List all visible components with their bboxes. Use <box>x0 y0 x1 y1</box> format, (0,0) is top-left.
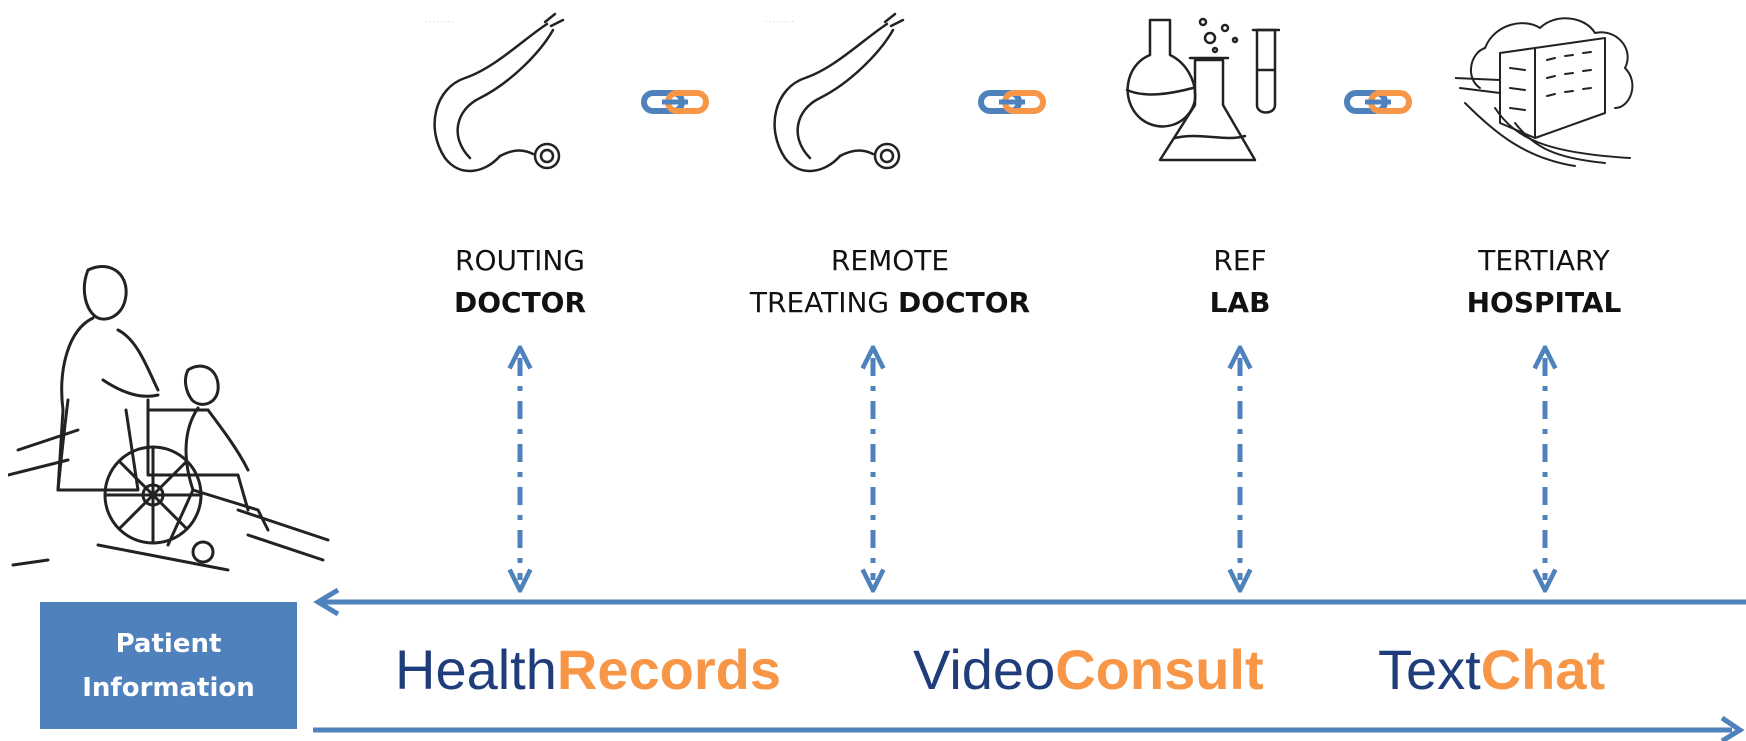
node-label-line2: TREATING DOCTOR <box>730 282 1050 324</box>
chain-link-icon <box>978 90 1046 114</box>
service-health-records: HealthRecords <box>395 638 781 702</box>
patient-label-line1: Patient <box>115 628 222 659</box>
chain-link-icon <box>641 90 709 114</box>
stethoscope-icon: · · · · · · · · <box>425 12 565 173</box>
node-label-remote-treating-doctor: REMOTE TREATING DOCTOR <box>730 240 1050 324</box>
node-label-tertiary-hospital: TERTIARY HOSPITAL <box>1444 240 1644 324</box>
patient-wheelchair-icon <box>8 264 330 572</box>
service-name-plain: Text <box>1378 638 1481 701</box>
service-video-consult: VideoConsult <box>913 638 1264 702</box>
node-label-ref-lab: REF LAB <box>1140 240 1340 324</box>
chain-link-icon <box>1344 90 1412 114</box>
node-label-line2: LAB <box>1140 282 1340 324</box>
node-label-bold: LAB <box>1209 286 1271 319</box>
node-label-bold: DOCTOR <box>898 286 1031 319</box>
node-label-plain: TREATING <box>749 286 899 319</box>
node-label-line1: ROUTING <box>455 244 585 277</box>
node-label-line1: REMOTE <box>830 244 950 277</box>
patient-label-line2: Information <box>82 672 255 703</box>
node-label-line1: TERTIARY <box>1478 244 1610 277</box>
service-name-bold: Records <box>556 638 781 701</box>
service-name-bold: Consult <box>1055 638 1264 701</box>
node-label-routing-doctor: ROUTING DOCTOR <box>420 240 620 324</box>
node-label-line2: HOSPITAL <box>1444 282 1644 324</box>
service-text-chat: TextChat <box>1378 638 1605 702</box>
service-name-plain: Video <box>913 638 1056 701</box>
hospital-building-icon <box>1455 17 1634 167</box>
inbound-bus-arrowhead <box>313 587 340 617</box>
node-label-bold: DOCTOR <box>453 286 587 319</box>
lab-flasks-icon <box>1125 17 1280 162</box>
service-name-bold: Chat <box>1480 638 1606 701</box>
svg-text:· · · · · · · ·: · · · · · · · · <box>765 19 794 26</box>
node-label-line2: DOCTOR <box>420 282 620 324</box>
patient-information-box: Patient Information <box>40 602 297 729</box>
svg-text:· · · · · · · ·: · · · · · · · · <box>425 19 454 26</box>
outbound-bus-arrowhead <box>1720 715 1745 741</box>
stethoscope-icon: · · · · · · · · <box>765 12 905 173</box>
node-label-line1: REF <box>1213 244 1267 277</box>
node-label-bold: HOSPITAL <box>1466 286 1622 319</box>
service-name-plain: Health <box>395 638 557 701</box>
